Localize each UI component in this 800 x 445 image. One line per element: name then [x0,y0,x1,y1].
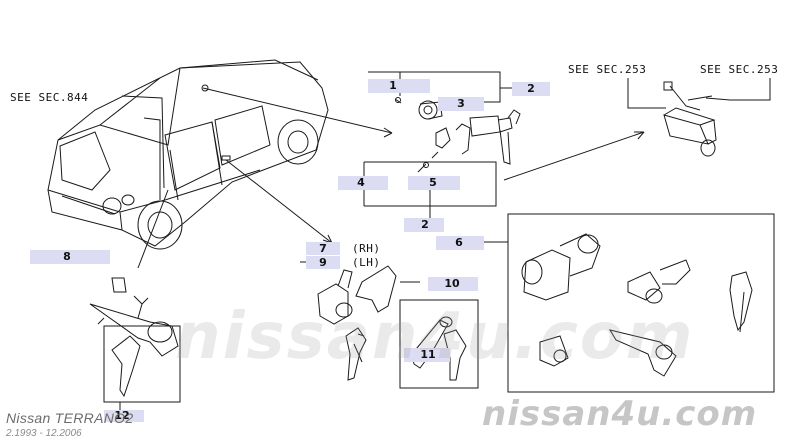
side-rh-label: (RH) [352,242,381,255]
callout-6[interactable]: 6 [455,236,463,249]
callout-1[interactable]: 1 [389,79,397,92]
tag-3 [438,97,484,111]
callout-3[interactable]: 3 [457,97,465,110]
tag-5 [408,176,460,190]
side-lh-label: (LH) [352,256,381,269]
tag-2a [512,82,550,96]
callout-11[interactable]: 11 [420,348,436,361]
tag-2b [404,218,444,232]
tag-10 [428,277,478,291]
callout-4[interactable]: 4 [357,176,365,189]
callout-12[interactable]: 12 [114,409,130,422]
callout-7[interactable]: 7 [319,242,327,255]
tag-12 [104,410,144,422]
tag-1 [368,79,430,93]
tag-4 [338,176,388,190]
callout-5[interactable]: 5 [429,176,437,189]
tag-7 [306,242,340,255]
vehicle-illustration [47,59,329,250]
watermark: nissan4u.com [175,300,695,374]
see-sec-253-label-left[interactable]: SEE SEC.253 [568,63,647,76]
callout-10[interactable]: 10 [444,277,460,290]
brand-logo-text: nissan4u.com [482,394,758,434]
callout-2[interactable]: 2 [527,82,535,95]
callout-2-lower[interactable]: 2 [421,218,429,231]
tag-9 [306,256,340,269]
tag-11 [404,348,450,362]
vehicle-model: Nissan TERRANO2 [6,410,134,426]
see-sec-253-label-right[interactable]: SEE SEC.253 [700,63,779,76]
tag-6 [436,236,484,250]
callout-9[interactable]: 9 [319,256,327,269]
callout-8[interactable]: 8 [63,250,71,263]
production-dates: 2.1993 - 12.2006 [6,428,82,439]
tag-8 [30,250,110,264]
see-sec-844-label[interactable]: SEE SEC.844 [10,91,89,104]
